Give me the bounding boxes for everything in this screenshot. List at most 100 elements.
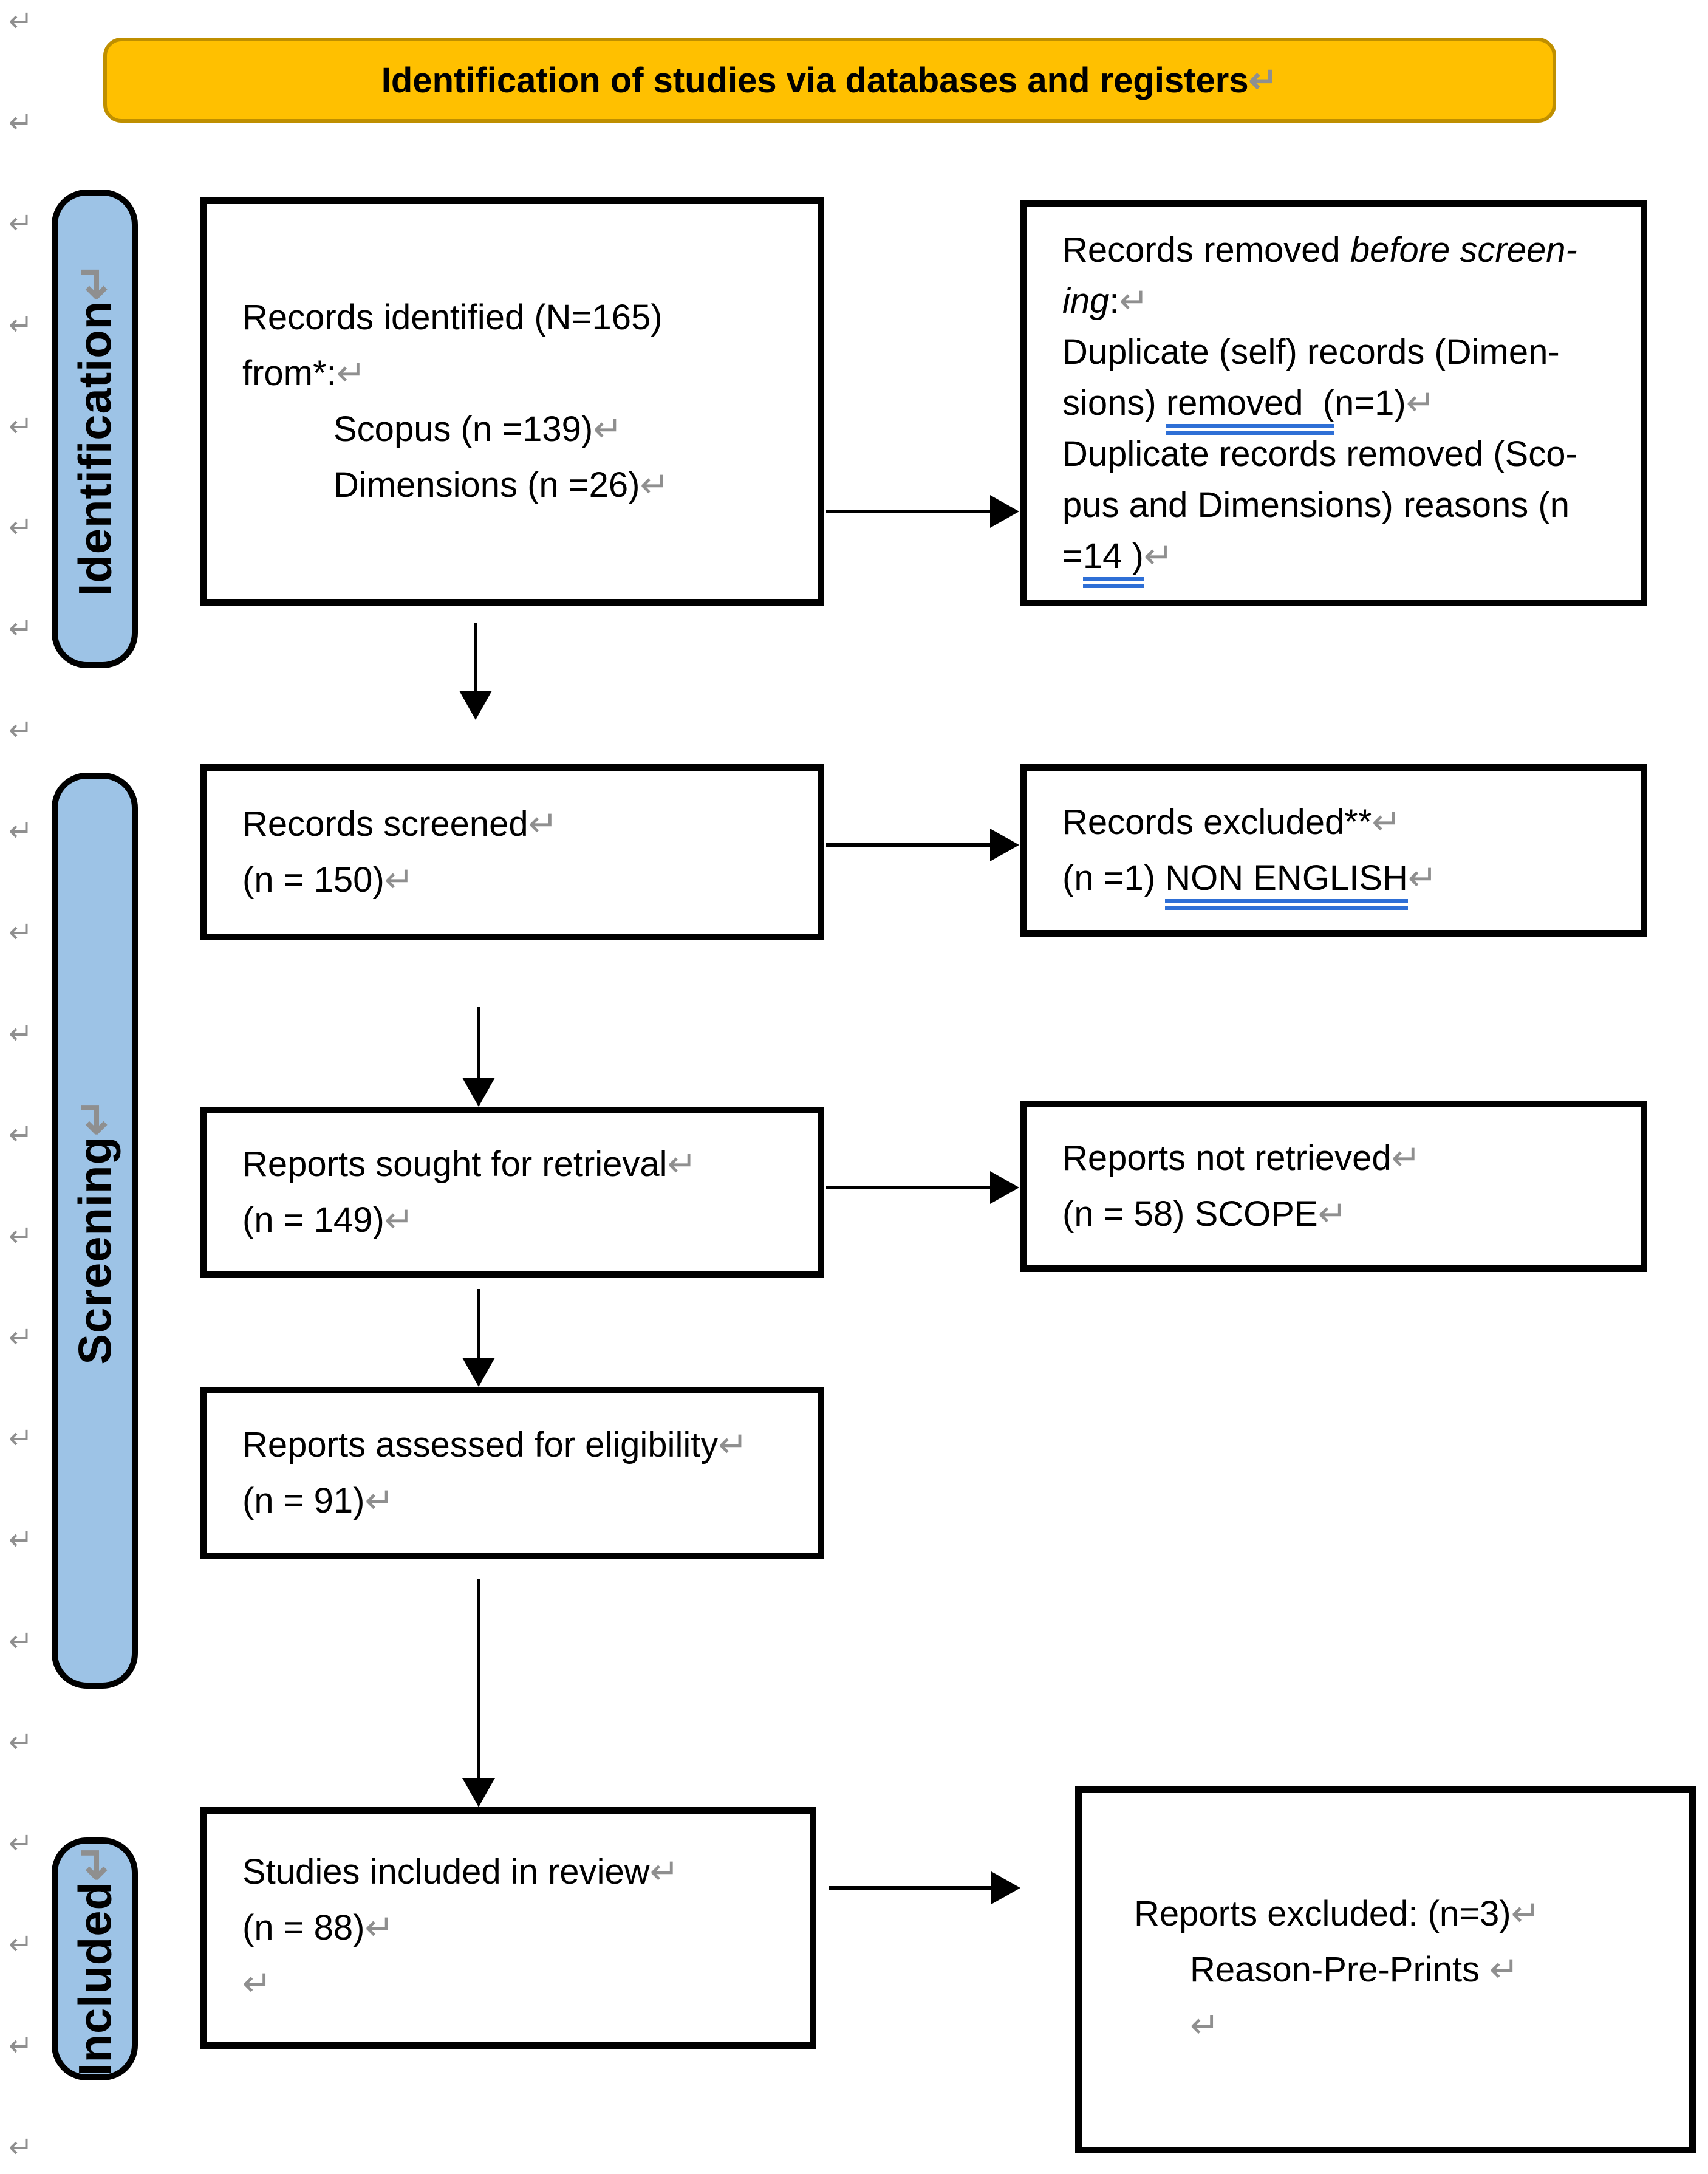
box-text-line: (n = 149)↵ (242, 1200, 414, 1240)
pilcrow-icon: ↵ (336, 354, 366, 393)
box-text-line: (n = 58) SCOPE↵ (1062, 1194, 1348, 1234)
studies-included-box: Studies included in review↵ (n = 88)↵ ↵ (200, 1807, 816, 2049)
box-text-line: Dimensions (n =26)↵ (333, 465, 670, 505)
pilcrow-icon: ↵ (69, 1096, 121, 1137)
arrowhead-right-icon (990, 495, 1019, 528)
box-text-line: from*:↵ (242, 354, 366, 393)
pilcrow-icon: ↵ (9, 1119, 33, 1152)
pilcrow-icon: ↵ (1317, 1194, 1348, 1234)
pilcrow-icon: ↵ (718, 1425, 748, 1465)
arrowhead-down-icon (462, 1358, 495, 1387)
pilcrow-icon: ↵ (1119, 281, 1149, 321)
pilcrow-icon: ↵ (384, 860, 414, 900)
pilcrow-icon: ↵ (242, 1964, 272, 2003)
box-text-line: Reason-Pre-Prints ↵ (1190, 1949, 1519, 1989)
grammar-underlined-text: removed ( (1166, 383, 1335, 435)
arrowhead-down-icon (462, 1078, 495, 1107)
title-banner: Identification of studies via databases … (103, 38, 1556, 123)
box-text-line: =14 )↵ (1027, 531, 1641, 588)
box-text-line: Reports sought for retrieval↵ (242, 1144, 697, 1184)
reports-not-retrieved-box: Reports not retrieved↵ (n = 58) SCOPE↵ (1020, 1101, 1647, 1272)
pilcrow-icon: ↵ (69, 261, 121, 301)
arrow-down-assessed-to-studies (460, 1579, 497, 1807)
pilcrow-icon: ↵ (640, 465, 670, 505)
box-text-line: pus and Dimensions) reasons (n (1062, 485, 1580, 525)
reports-assessed-box: Reports assessed for eligibility↵ (n = 9… (200, 1387, 824, 1559)
pilcrow-icon: ↵ (9, 1625, 33, 1658)
pilcrow-icon: ↵ (9, 5, 33, 38)
box-text-line: (n = 88)↵ (242, 1908, 395, 1947)
stage-label-screening: Screening↵ (52, 773, 138, 1689)
pilcrow-icon: ↵ (69, 1842, 121, 1882)
box-text-line: ↵ (1082, 1998, 1689, 2054)
box-text-line: Reports not retrieved↵ (1062, 1138, 1421, 1178)
box-text-line: Scopus (n =139)↵ (333, 409, 623, 449)
pilcrow-icon: ↵ (528, 804, 558, 844)
pilcrow-icon: ↵ (9, 714, 33, 747)
arrowhead-right-icon (991, 1871, 1020, 1904)
box-text-line: (n =1) NON ENGLISH↵ (1027, 850, 1641, 910)
pilcrow-icon: ↵ (1489, 1949, 1519, 1989)
pilcrow-icon: ↵ (9, 916, 33, 949)
pilcrow-icon: ↵ (9, 2030, 33, 2063)
pilcrow-icon: ↵ (9, 1321, 33, 1354)
pilcrow-icon: ↵ (9, 208, 33, 241)
pilcrow-icon: ↵ (9, 309, 33, 341)
pilcrow-icon: ↵ (364, 1908, 395, 1947)
stage-label-included: Included↵ (52, 1837, 138, 2080)
box-text-line: ing:↵ (1062, 281, 1149, 321)
pilcrow-icon: ↵ (9, 1929, 33, 1961)
pilcrow-icon: ↵ (667, 1144, 697, 1184)
arrow-right-studies-to-reports-excluded (829, 1870, 1020, 1906)
pilcrow-icon: ↵ (9, 1523, 33, 1556)
pilcrow-icon: ↵ (649, 1852, 680, 1892)
records-excluded-box: Records excluded**↵ (n =1) NON ENGLISH↵ (1020, 764, 1647, 937)
arrowhead-down-icon (459, 691, 492, 720)
pilcrow-icon: ↵ (1248, 61, 1279, 100)
pilcrow-icon: ↵ (9, 612, 33, 645)
stage-screening-text: Screening (69, 1136, 121, 1365)
stage-included-text: Included (69, 1881, 121, 2076)
banner-title: Identification of studies via databases … (381, 60, 1249, 100)
reports-excluded-reasons-box: Reports excluded: (n=3)↵ Reason-Pre-Prin… (1075, 1786, 1696, 2153)
records-removed-box: Records removed before screen- ing:↵ Dup… (1020, 200, 1647, 606)
records-screened-box: Records screened↵ (n = 150)↵ (200, 764, 824, 940)
grammar-underlined-text: 14 ) (1082, 536, 1144, 588)
pilcrow-icon: ↵ (1190, 2005, 1220, 2045)
arrow-down-identified-to-screened (457, 623, 494, 720)
arrowhead-right-icon (990, 1171, 1019, 1204)
box-text-line: ↵ (207, 1956, 810, 2012)
box-text-line: Records excluded**↵ (1062, 802, 1402, 842)
arrow-right-screened-to-excluded (826, 827, 1019, 863)
pilcrow-icon: ↵ (9, 1017, 33, 1050)
pilcrow-icon: ↵ (1511, 1893, 1541, 1933)
box-text-line: Records identified (N=165) (242, 298, 672, 337)
pilcrow-icon: ↵ (9, 1423, 33, 1455)
left-margin-paragraph-marks: ↵ ↵ ↵ ↵ ↵ ↵ ↵ ↵ ↵ ↵ ↵ ↵ ↵ ↵ ↵ ↵ ↵ ↵ ↵ ↵ … (9, 7, 57, 2162)
box-text-line: Studies included in review↵ (242, 1852, 680, 1892)
pilcrow-icon: ↵ (9, 815, 33, 848)
pilcrow-icon: ↵ (364, 1481, 395, 1520)
pilcrow-icon: ↵ (1143, 536, 1173, 576)
arrow-down-sought-to-assessed (460, 1289, 497, 1387)
box-text-line: sions) removed (n=1)↵ (1027, 378, 1641, 435)
stage-label-identification: Identification↵ (52, 190, 138, 668)
pilcrow-icon: ↵ (1407, 858, 1438, 898)
arrow-right-identified-to-removed (826, 493, 1019, 530)
pilcrow-icon: ↵ (1406, 383, 1436, 423)
pilcrow-icon: ↵ (9, 1726, 33, 1759)
box-text-line: Reports excluded: (n=3)↵ (1134, 1893, 1541, 1933)
pilcrow-icon: ↵ (384, 1200, 414, 1240)
box-text-line: (n = 91)↵ (242, 1481, 395, 1520)
box-text-line: Records screened↵ (242, 804, 558, 844)
reports-sought-box: Reports sought for retrieval↵ (n = 149)↵ (200, 1107, 824, 1278)
box-text-line: Records removed before screen- (1062, 230, 1577, 270)
arrow-right-sought-to-not-retrieved (826, 1169, 1019, 1206)
pilcrow-icon: ↵ (1372, 802, 1402, 842)
arrowhead-right-icon (990, 829, 1019, 861)
pilcrow-icon: ↵ (9, 106, 33, 139)
stage-identification-text: Identification (69, 300, 121, 596)
pilcrow-icon: ↵ (9, 2131, 33, 2164)
pilcrow-icon: ↵ (1391, 1138, 1421, 1178)
